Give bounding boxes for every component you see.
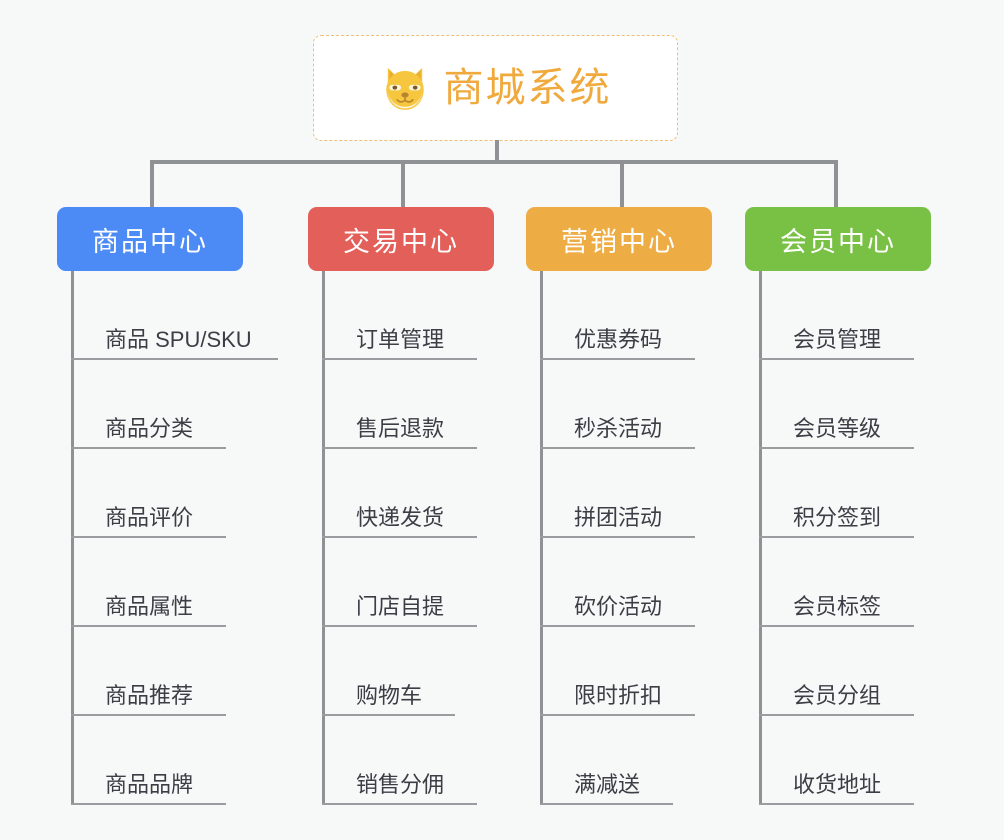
- shiba-dog-icon: [385, 67, 424, 110]
- list-item[interactable]: 门店自提: [322, 538, 477, 627]
- root-stem-connector: [495, 140, 499, 164]
- leaf-label: 门店自提: [356, 593, 445, 619]
- leaf-label: 会员标签: [793, 593, 882, 619]
- list-item[interactable]: 购物车: [322, 627, 455, 716]
- leaf-label: 会员管理: [793, 326, 882, 352]
- leaf-rule: [322, 536, 477, 538]
- column-trunk: [71, 271, 74, 805]
- category-label: 营销中心: [561, 226, 677, 257]
- leaf-rule: [540, 447, 695, 449]
- list-item[interactable]: 满减送: [540, 716, 673, 805]
- leaf-label: 订单管理: [356, 326, 445, 352]
- list-item[interactable]: 商品 SPU/SKU: [71, 271, 278, 360]
- list-item[interactable]: 会员标签: [759, 538, 914, 627]
- leaf-rule: [71, 803, 226, 805]
- leaf-label: 快递发货: [356, 504, 445, 530]
- leaf-rule: [759, 358, 914, 360]
- list-item[interactable]: 优惠券码: [540, 271, 695, 360]
- leaf-rule: [322, 358, 477, 360]
- leaf-label: 秒杀活动: [574, 415, 663, 441]
- drop-connector-2: [401, 160, 405, 207]
- leaf-label: 优惠券码: [574, 326, 663, 352]
- list-item[interactable]: 商品属性: [71, 538, 226, 627]
- leaf-label: 商品属性: [105, 593, 194, 619]
- leaf-rule: [71, 536, 226, 538]
- category-box-trade-center[interactable]: 交易中心: [308, 207, 494, 271]
- leaf-rule: [322, 803, 477, 805]
- leaf-rule: [71, 714, 226, 716]
- list-item[interactable]: 会员分组: [759, 627, 914, 716]
- list-item[interactable]: 售后退款: [322, 360, 477, 449]
- list-item[interactable]: 会员管理: [759, 271, 914, 360]
- leaf-rule: [759, 803, 914, 805]
- leaf-label: 砍价活动: [574, 593, 663, 619]
- leaf-label: 满减送: [574, 771, 641, 797]
- column-trunk: [540, 271, 543, 805]
- column-trunk: [759, 271, 762, 805]
- category-label: 商品中心: [92, 226, 208, 257]
- leaf-label: 销售分佣: [356, 771, 445, 797]
- leaf-label: 收货地址: [793, 771, 882, 797]
- leaf-rule: [322, 625, 477, 627]
- leaf-rule: [759, 536, 914, 538]
- leaf-label: 购物车: [356, 682, 423, 708]
- category-box-marketing-center[interactable]: 营销中心: [526, 207, 712, 271]
- drop-connector-1: [150, 160, 154, 207]
- column-trunk: [322, 271, 325, 805]
- leaf-rule: [322, 714, 455, 716]
- drop-connector-4: [834, 160, 838, 207]
- list-item[interactable]: 销售分佣: [322, 716, 477, 805]
- root-title: 商城系统: [443, 66, 612, 110]
- list-item[interactable]: 限时折扣: [540, 627, 695, 716]
- leaf-rule: [540, 358, 695, 360]
- leaf-label: 会员等级: [793, 415, 882, 441]
- root-node[interactable]: 商城系统: [313, 35, 678, 141]
- leaf-rule: [71, 447, 226, 449]
- leaf-rule: [322, 447, 477, 449]
- horizontal-bus-connector: [150, 160, 838, 164]
- leaf-rule: [540, 803, 673, 805]
- leaf-label: 售后退款: [356, 415, 445, 441]
- category-label: 会员中心: [780, 226, 896, 257]
- list-item[interactable]: 秒杀活动: [540, 360, 695, 449]
- list-item[interactable]: 拼团活动: [540, 449, 695, 538]
- leaf-label: 商品 SPU/SKU: [105, 326, 252, 352]
- leaf-rule: [540, 714, 695, 716]
- leaf-label: 积分签到: [793, 504, 882, 530]
- category-box-product-center[interactable]: 商品中心: [57, 207, 243, 271]
- list-item[interactable]: 商品推荐: [71, 627, 226, 716]
- leaf-rule: [540, 625, 695, 627]
- list-item[interactable]: 商品品牌: [71, 716, 226, 805]
- list-item[interactable]: 商品分类: [71, 360, 226, 449]
- leaf-label: 限时折扣: [574, 682, 663, 708]
- leaf-rule: [540, 536, 695, 538]
- leaf-label: 会员分组: [793, 682, 882, 708]
- leaf-label: 商品推荐: [105, 682, 194, 708]
- leaf-label: 拼团活动: [574, 504, 663, 530]
- leaf-rule: [759, 714, 914, 716]
- leaf-rule: [759, 625, 914, 627]
- leaf-label: 商品评价: [105, 504, 194, 530]
- leaf-label: 商品分类: [105, 415, 194, 441]
- leaf-rule: [71, 625, 226, 627]
- category-box-member-center[interactable]: 会员中心: [745, 207, 931, 271]
- list-item[interactable]: 积分签到: [759, 449, 914, 538]
- list-item[interactable]: 收货地址: [759, 716, 914, 805]
- list-item[interactable]: 会员等级: [759, 360, 914, 449]
- list-item[interactable]: 订单管理: [322, 271, 477, 360]
- list-item[interactable]: 砍价活动: [540, 538, 695, 627]
- leaf-label: 商品品牌: [105, 771, 194, 797]
- leaf-rule: [71, 358, 278, 360]
- list-item[interactable]: 快递发货: [322, 449, 477, 538]
- category-label: 交易中心: [343, 226, 459, 257]
- leaf-rule: [759, 447, 914, 449]
- list-item[interactable]: 商品评价: [71, 449, 226, 538]
- drop-connector-3: [620, 160, 624, 207]
